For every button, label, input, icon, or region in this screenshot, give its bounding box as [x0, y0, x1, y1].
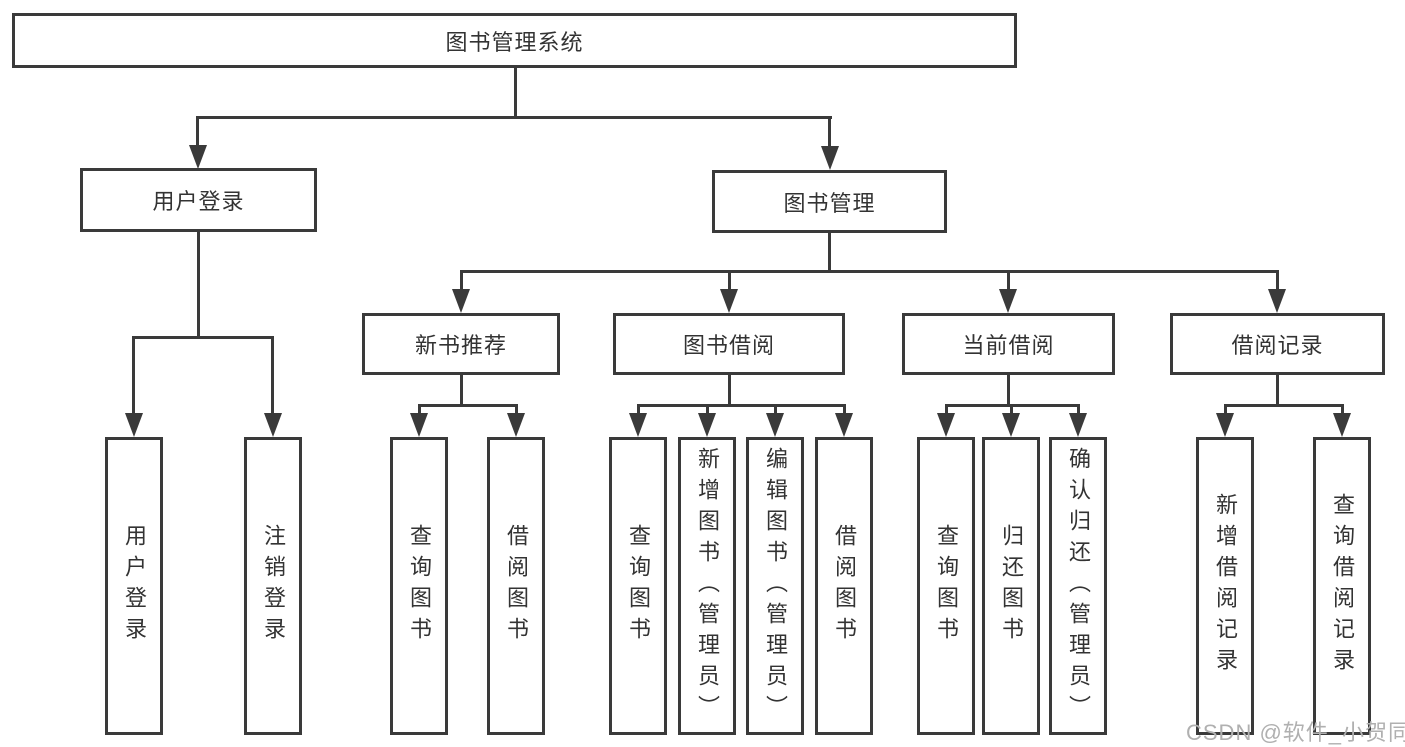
arrow-down-icon [1333, 413, 1351, 437]
node-book-management: 图书管理 [712, 170, 947, 233]
connector-drop-leaf [843, 404, 846, 415]
connector-drop-leaf [515, 404, 518, 415]
node-library-system: 图书管理系统 [12, 13, 1017, 68]
csdn-watermark: CSDN @软件_小贺同学 [1186, 720, 1405, 745]
connector-drop-leaf [418, 404, 421, 415]
connector-drop-leaf [637, 404, 640, 415]
connector-records-rail [1224, 404, 1343, 407]
connector-drop-leaf [945, 404, 948, 415]
connector-drop-borrowing [728, 270, 731, 291]
node-query-books-current: 查询图书 [917, 437, 975, 735]
connector-root-stem [514, 66, 517, 118]
arrow-down-icon [629, 413, 647, 437]
node-user-login-action: 用户登录 [105, 437, 163, 735]
arrow-down-icon [835, 413, 853, 437]
node-borrow-books-borrowing: 借阅图书 [815, 437, 873, 735]
connector-current-stem [1007, 375, 1010, 406]
arrow-down-icon [1216, 413, 1234, 437]
node-logout-action: 注销登录 [244, 437, 302, 735]
connector-drop-leaf [774, 404, 777, 415]
arrow-down-icon [999, 289, 1017, 313]
connector-drop-leaf [1224, 404, 1227, 415]
node-book-borrowing: 图书借阅 [613, 313, 845, 375]
arrow-down-icon [1069, 413, 1087, 437]
connector-drop-leaf [1077, 404, 1080, 415]
node-borrow-books-recommend: 借阅图书 [487, 437, 545, 735]
connector-user-login-rail [132, 336, 274, 339]
connector-drop-leaf [1010, 404, 1013, 415]
connector-borrowing-stem [728, 375, 731, 406]
connector-drop-login-action [132, 336, 135, 416]
arrow-down-icon [937, 413, 955, 437]
arrow-down-icon [821, 146, 839, 170]
arrow-down-icon [189, 145, 207, 169]
connector-drop-logout-action [271, 336, 274, 416]
connector-drop-records [1276, 270, 1279, 291]
connector-borrowing-rail [637, 404, 845, 407]
connector-drop-book-management [828, 116, 831, 148]
connector-drop-leaf [706, 404, 709, 415]
connector-drop-recommend [460, 270, 463, 291]
connector-book-management-rail [460, 270, 1278, 273]
node-add-books-admin: 新增图书（管理员） [678, 437, 736, 735]
node-edit-books-admin: 编辑图书（管理员） [746, 437, 804, 735]
connector-recommend-stem [460, 375, 463, 406]
node-current-borrowing: 当前借阅 [902, 313, 1115, 375]
connector-drop-user-login [196, 116, 199, 148]
arrow-down-icon [766, 413, 784, 437]
node-return-books: 归还图书 [982, 437, 1040, 735]
connector-user-login-stem [197, 232, 200, 338]
node-borrowing-records: 借阅记录 [1170, 313, 1385, 375]
node-user-login: 用户登录 [80, 168, 317, 232]
connector-drop-leaf [1341, 404, 1344, 415]
node-confirm-return-admin: 确认归还（管理员） [1049, 437, 1107, 735]
node-query-borrow-record: 查询借阅记录 [1313, 437, 1371, 735]
arrow-down-icon [264, 413, 282, 437]
connector-recommend-rail [418, 404, 518, 407]
arrow-down-icon [720, 289, 738, 313]
arrow-down-icon [1002, 413, 1020, 437]
connector-records-stem [1276, 375, 1279, 406]
connector-drop-current [1007, 270, 1010, 291]
arrow-down-icon [698, 413, 716, 437]
connector-book-management-stem [828, 233, 831, 272]
arrow-down-icon [1268, 289, 1286, 313]
node-add-borrow-record: 新增借阅记录 [1196, 437, 1254, 735]
connector-root-rail [196, 116, 832, 119]
arrow-down-icon [507, 413, 525, 437]
arrow-down-icon [410, 413, 428, 437]
arrow-down-icon [125, 413, 143, 437]
arrow-down-icon [452, 289, 470, 313]
node-new-book-recommendation: 新书推荐 [362, 313, 560, 375]
node-query-books-borrowing: 查询图书 [609, 437, 667, 735]
node-query-books-recommend: 查询图书 [390, 437, 448, 735]
